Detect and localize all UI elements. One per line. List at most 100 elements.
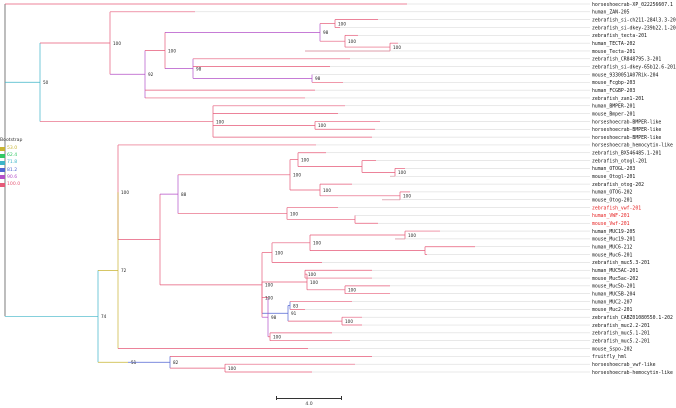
leaf-label: zebrafish_muc2.2-201 xyxy=(592,323,650,329)
leaf-label: zebrafish_CR848795.3-201 xyxy=(592,57,661,63)
leaf-label: zebrafish_tecta-201 xyxy=(592,33,647,39)
bootstrap-value: 100 xyxy=(308,272,316,277)
leaf-label: zebrafish_muc5.3-201 xyxy=(592,260,650,266)
bootstrap-value: 74 xyxy=(101,314,107,319)
leaf-label: zebrafish_otogl-201 xyxy=(592,158,647,164)
bootstrap-value: 100 xyxy=(216,119,224,124)
bootstrap-value: 98 xyxy=(196,66,202,71)
bootstrap-value: 72 xyxy=(121,268,127,273)
legend-label: 90.6 xyxy=(7,174,18,180)
leaf-label: zebrafish_si-dkey-239b22.1-201 xyxy=(592,25,676,31)
scale-bar-label: 4.0 xyxy=(305,401,313,407)
legend-label: 62.4 xyxy=(7,153,18,159)
bootstrap-value: 100 xyxy=(398,170,406,175)
legend-item: 100.0 xyxy=(0,181,22,188)
bootstrap-value: 100 xyxy=(348,288,356,293)
leaf-label: mouse_Muc19-201 xyxy=(592,237,635,243)
leaf-label: mouse_Muc6-201 xyxy=(592,252,633,258)
bootstrap-value: 100 xyxy=(318,123,326,128)
leaf-label: mouse_Sspo-202 xyxy=(592,346,633,352)
leaf-label: zebrafish_si-ch211-284l3.3-201 xyxy=(592,17,676,23)
leaf-label: mouse_Muc5ac-202 xyxy=(592,276,638,282)
leaf-label: human_ZAN-205 xyxy=(592,10,630,16)
bootstrap-value: 100 xyxy=(290,211,298,216)
leaf-label: zebrafish_muc5.2-201 xyxy=(592,338,650,344)
bootstrap-value: 100 xyxy=(408,233,416,238)
leaf-label: human_OTOG-202 xyxy=(592,190,633,196)
leaf-label: mouse_Tecta-201 xyxy=(592,49,635,55)
legend-swatch xyxy=(0,153,5,158)
bootstrap-value: 100 xyxy=(275,250,283,255)
leaf-label: horseshoecrab-XP_022256607.1 xyxy=(592,2,673,8)
leaf-label: mouse_9330051A07Rik-204 xyxy=(592,72,659,78)
leaf-label: zebrafish_otog-202 xyxy=(592,182,644,188)
bootstrap-value: 100 xyxy=(121,190,129,195)
leaf-label: zebrafish_zan1-201 xyxy=(592,96,644,102)
legend-item: 62.4 xyxy=(0,152,22,159)
leaf-labels: horseshoecrab-XP_022256607.1 human_ZAN-20… xyxy=(592,2,676,376)
leaf-label: horseshoecrab-hemocytin-like xyxy=(592,370,673,376)
tree-branches xyxy=(4,3,475,373)
legend-swatch xyxy=(0,146,5,151)
leaf-label: human_TECTA-202 xyxy=(592,41,635,47)
leaf-label: zebrafish_vwf-201 xyxy=(592,205,641,211)
bootstrap-value: 98 xyxy=(315,76,321,81)
bootstrap-labels: 1001001009898981009210050100100100100100… xyxy=(43,21,416,371)
legend-swatch xyxy=(0,160,5,165)
leaf-label: zebrafish_CABZ01080550.1-202 xyxy=(592,315,673,321)
bootstrap-value: 100 xyxy=(113,41,121,46)
leaf-label: mouse_Muc5b-201 xyxy=(592,284,635,290)
bootstrap-value: 82 xyxy=(173,360,179,365)
leaf-label: human_MUC2-207 xyxy=(592,299,633,305)
leaf-label: horseshoecrab_hemocytin-like xyxy=(592,143,673,149)
leaf-label: horseshoecrab_vwf-like xyxy=(592,362,656,368)
legend-item: 71.8 xyxy=(0,159,22,166)
legend-label: 100.0 xyxy=(7,182,21,188)
legend-item: 81.2 xyxy=(0,167,22,174)
leaf-label: human_FCGBP-203 xyxy=(592,88,635,94)
bootstrap-value: 98 xyxy=(271,315,277,320)
bootstrap-value: 100 xyxy=(345,319,353,324)
leaf-label: mouse_Vwf-201 xyxy=(592,221,630,227)
bootstrap-value: 100 xyxy=(265,295,273,300)
bootstrap-value: 83 xyxy=(293,303,299,308)
legend-label: 81.2 xyxy=(7,167,18,173)
leaf-label: fruitfly_hml xyxy=(592,354,627,360)
leaf-label: zebrafish_si-dkey-65b12.6-201 xyxy=(592,64,676,70)
leaf-label: human_BMPER-201 xyxy=(592,104,635,110)
leaf-label: human_VWF-201 xyxy=(592,213,630,219)
bootstrap-value: 100 xyxy=(228,366,236,371)
leaf-label: mouse_Otogl-201 xyxy=(592,174,635,180)
bootstrap-value: 100 xyxy=(273,335,281,340)
legend-item: 53.0 xyxy=(0,145,22,152)
legend-item: 90.6 xyxy=(0,174,22,181)
leaf-label: horseshoecrab-BMPER-like xyxy=(592,135,661,141)
leaf-label: human_MUC5AC-201 xyxy=(592,268,638,274)
leaf-label: human_MUC5B-204 xyxy=(592,292,635,298)
leaf-label: mouse_Fcgbp-203 xyxy=(592,80,635,86)
bootstrap-value: 100 xyxy=(338,21,346,26)
legend-swatch xyxy=(0,168,5,173)
leaf-label: horseshoecrab-BMPER-like xyxy=(592,127,661,133)
scale-bar-line xyxy=(276,396,342,400)
bootstrap-value: 100 xyxy=(403,194,411,199)
bootstrap-value: 98 xyxy=(323,30,329,35)
bootstrap-value: 91 xyxy=(291,311,297,316)
bootstrap-value: 100 xyxy=(323,188,331,193)
bootstrap-legend: Bootstrap 53.0 62.4 71.8 81.2 90.6 100.0 xyxy=(0,138,22,188)
bootstrap-value: 100 xyxy=(293,173,301,178)
leaf-label: mouse_Muc2-201 xyxy=(592,307,633,313)
bootstrap-value: 100 xyxy=(348,39,356,44)
leaf-label: mouse_Bmper-201 xyxy=(592,111,635,117)
legend-label: 53.0 xyxy=(7,146,18,152)
leaf-label: zebrafish_BX546485.1-201 xyxy=(592,151,661,157)
leaf-label: mouse_Otog-201 xyxy=(592,198,633,204)
leaf-label: human_MUC19-205 xyxy=(592,229,635,235)
leaf-label: human_OTOGL-203 xyxy=(592,166,635,172)
bootstrap-value: 100 xyxy=(310,280,318,285)
scale-bar: 4.0 xyxy=(276,396,342,407)
leaf-label: zebrafish_muc5.1-201 xyxy=(592,331,650,337)
bootstrap-value: 100 xyxy=(313,241,321,246)
legend-label: 71.8 xyxy=(7,160,18,166)
bootstrap-value: 100 xyxy=(265,283,273,288)
